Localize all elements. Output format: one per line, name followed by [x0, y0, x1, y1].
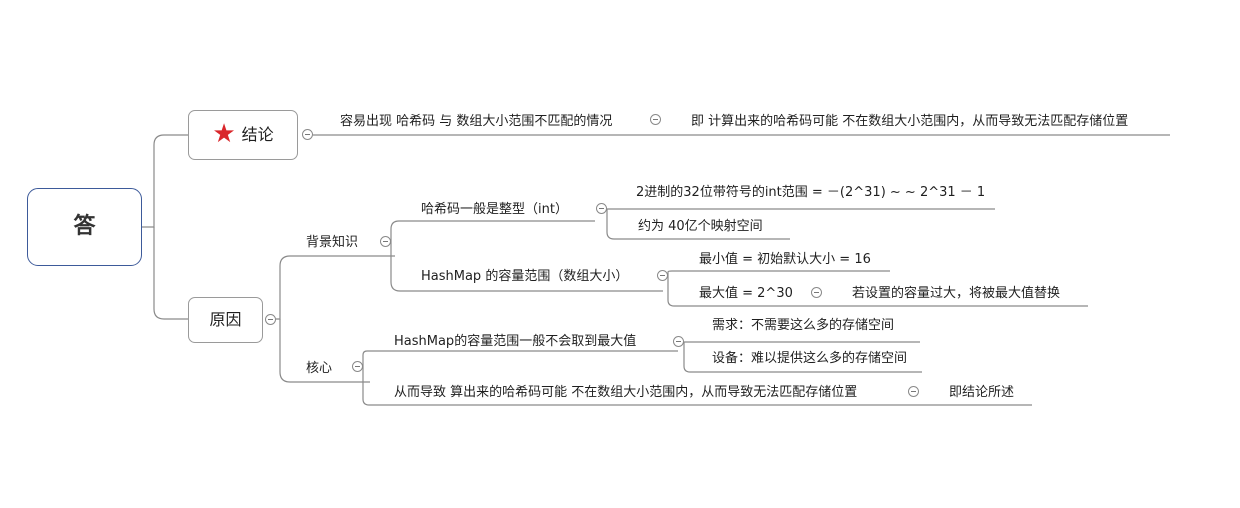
- device-text[interactable]: 设备：难以提供这么多的存储空间: [712, 351, 908, 366]
- star-icon: ★: [212, 119, 236, 149]
- mapping-space-text[interactable]: 约为 40亿个映射空间: [638, 219, 763, 234]
- collapse-toggle-background[interactable]: [380, 236, 391, 247]
- collapse-toggle-capacity-rarely-max[interactable]: [673, 336, 684, 347]
- collapse-toggle-max-value[interactable]: [811, 287, 822, 298]
- collapse-toggle-hashcode[interactable]: [596, 203, 607, 214]
- collapse-toggle-consequence[interactable]: [908, 386, 919, 397]
- reason-label: 原因: [209, 310, 242, 329]
- consequence-topic[interactable]: 从而导致 算出来的哈希码可能 不在数组大小范围内，从而导致无法匹配存储位置: [394, 385, 858, 400]
- core-topic[interactable]: 核心: [306, 361, 333, 376]
- consequence-note[interactable]: 即结论所述: [949, 385, 1015, 400]
- capacity-rarely-max-topic[interactable]: HashMap的容量范围一般不会取到最大值: [394, 334, 637, 349]
- root-label: 答: [73, 214, 96, 239]
- hashmap-capacity-topic[interactable]: HashMap 的容量范围（数组大小）: [421, 269, 629, 284]
- conclusion-node[interactable]: ★ 结论: [188, 110, 298, 160]
- root-node[interactable]: 答: [27, 188, 142, 266]
- collapse-toggle-statement[interactable]: [650, 114, 661, 125]
- background-topic[interactable]: 背景知识: [306, 235, 359, 250]
- max-value-note[interactable]: 若设置的容量过大，将被最大值替换: [852, 286, 1061, 301]
- collapse-toggle-hashmap-capacity[interactable]: [657, 270, 668, 281]
- hashcode-topic[interactable]: 哈希码一般是整型（int）: [421, 202, 568, 217]
- collapse-toggle-reason[interactable]: [265, 314, 276, 325]
- conclusion-label: 结论: [241, 125, 274, 144]
- collapse-toggle-conclusion[interactable]: [302, 129, 313, 140]
- conclusion-detail[interactable]: 即 计算出来的哈希码可能 不在数组大小范围内，从而导致无法匹配存储位置: [691, 114, 1129, 129]
- max-value-text[interactable]: 最大值 = 2^30: [699, 286, 793, 301]
- min-value-text[interactable]: 最小值 = 初始默认大小 = 16: [699, 252, 871, 267]
- reason-node[interactable]: 原因: [188, 297, 263, 343]
- demand-text[interactable]: 需求：不需要这么多的存储空间: [712, 318, 895, 333]
- int-range-text[interactable]: 2进制的32位带符号的int范围 = －(2^31) ~ ~ 2^31 － 1: [636, 185, 986, 200]
- conclusion-statement[interactable]: 容易出现 哈希码 与 数组大小范围不匹配的情况: [340, 114, 613, 129]
- collapse-toggle-core[interactable]: [352, 361, 363, 372]
